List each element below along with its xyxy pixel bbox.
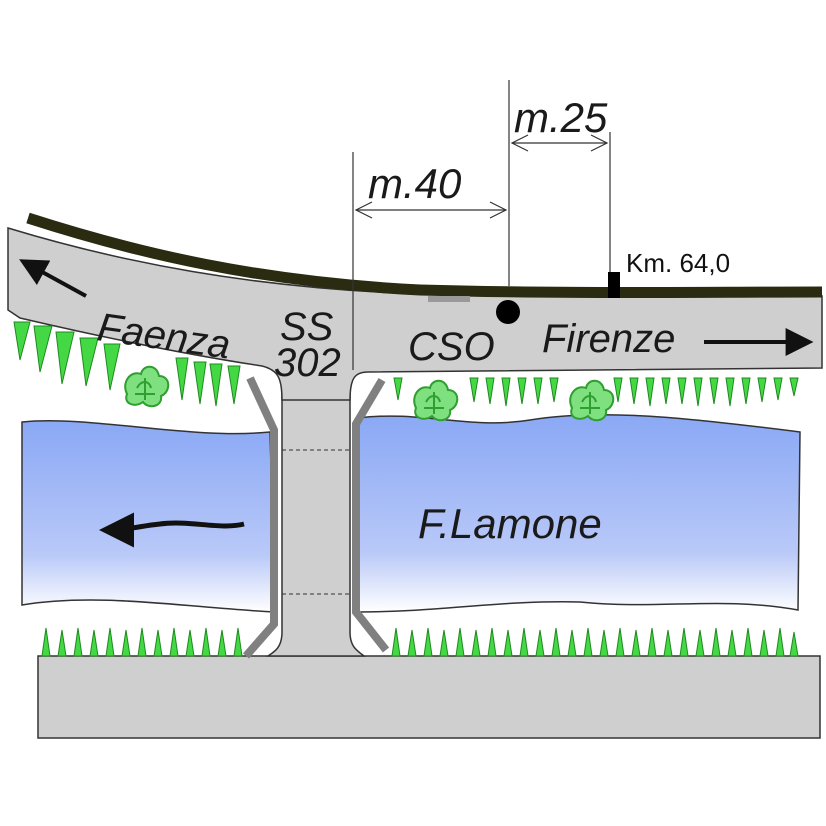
river-water-right [357, 413, 801, 613]
dim-arrow-25-left-head [510, 134, 529, 152]
ss-number-label: 302 [274, 341, 341, 385]
firenze-label: Firenze [542, 317, 675, 361]
river-water-left [21, 419, 276, 613]
bush-icon [124, 365, 170, 408]
km-marker [608, 272, 620, 298]
dim-arrow-40-right-head [489, 201, 508, 219]
km-label: Km. 64,0 [626, 248, 730, 278]
dimension-label-40: m.40 [368, 160, 462, 207]
grass-upper-right [393, 377, 799, 407]
pier-guard-right [352, 377, 390, 653]
river-flow-arrow-icon [99, 512, 245, 548]
grass-upper-left [13, 321, 241, 407]
ground-block [37, 655, 821, 739]
river-label: F.Lamone [418, 500, 602, 547]
bush-icon [413, 379, 459, 422]
bush-icon [569, 379, 615, 422]
grass-lower [41, 627, 799, 657]
cso-marker [428, 296, 470, 302]
dim-arrow-40-left-head [354, 201, 373, 219]
cso-label: CSO [408, 325, 495, 369]
location-dot [496, 300, 520, 324]
arrow-faenza-icon [19, 259, 87, 298]
asphalt-layer [26, 212, 823, 298]
pier-guard-left [242, 376, 278, 659]
bridge-pier [265, 369, 367, 657]
ss-label: SS [280, 305, 334, 349]
dimension-label-25: m.25 [514, 94, 608, 141]
dim-arrow-25-right-head [590, 134, 609, 152]
